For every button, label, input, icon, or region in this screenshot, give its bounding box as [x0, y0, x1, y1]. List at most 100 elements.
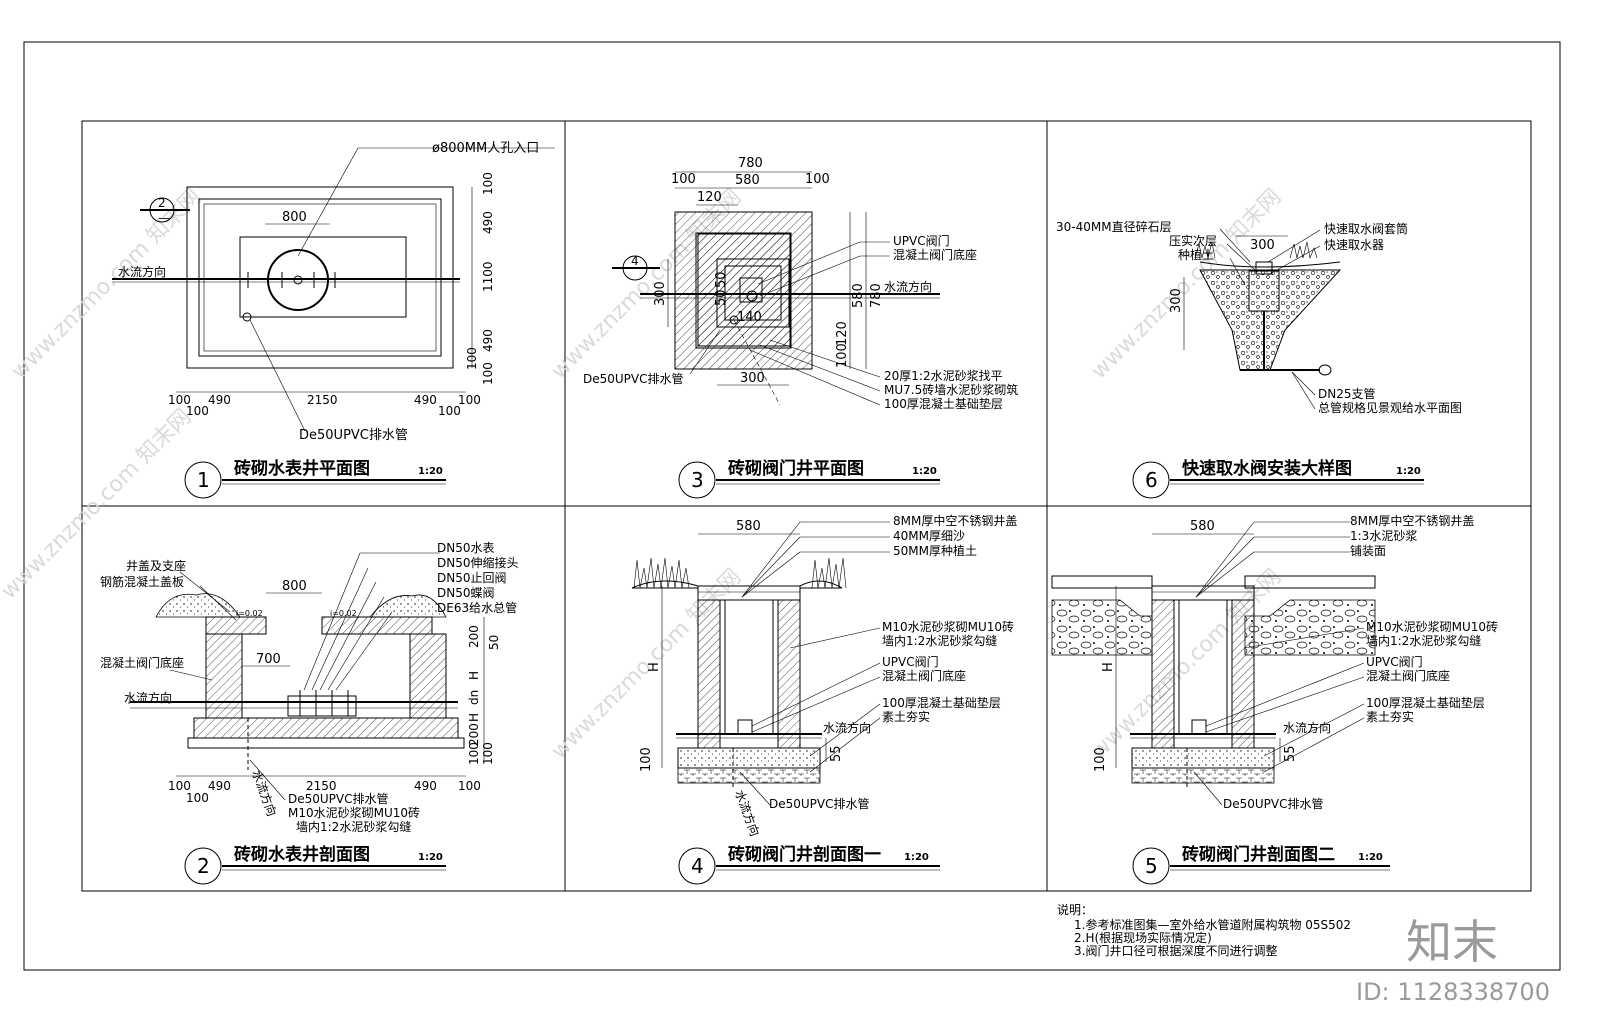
manhole-circle: [267, 249, 329, 311]
p5-base: 100厚混凝土基础垫层: [1366, 695, 1485, 710]
watermark-layer: www.znzmo.com 知末网 www.znzmo.com 知末网 www.…: [0, 184, 1286, 764]
p2-bottom-dim: 100: [186, 791, 209, 805]
p4-base: 100厚混凝土基础垫层: [882, 695, 1001, 710]
p3-note: 20厚1:2水泥砂浆找平: [884, 368, 1003, 383]
p2-right-dim: 200: [467, 723, 481, 746]
p4-dim-100: 100: [639, 747, 654, 772]
panel-title-text: 快速取水阀安装大样图: [1182, 458, 1352, 479]
panel-title: 3 砖砌阀门井平面图 1:20: [678, 458, 940, 499]
p1-manhole-label: ø800MM人孔入口: [432, 141, 539, 156]
p2-bottom-dim: 2150: [306, 779, 337, 793]
p5-valve: UPVC阀门: [1366, 654, 1423, 669]
p5-dim-H: H: [1101, 662, 1116, 672]
p2-slope-left: i=0.02: [236, 609, 263, 618]
p4-label: 40MM厚细沙: [893, 529, 965, 543]
p4-drain: De50UPVC排水管: [769, 796, 870, 811]
p3-right-dim: 100: [835, 343, 850, 368]
notes-line: 1.参考标准图集—室外给水管道附属构筑物 05S502: [1074, 917, 1351, 932]
p5-wall: 墙内1:2水泥砂浆勾缝: [1366, 633, 1481, 648]
p2-left-label: 钢筋混凝土盖板: [100, 574, 184, 589]
notes-line: 3.阀门井口径可根据深度不同进行调整: [1074, 943, 1277, 958]
general-notes: 说明： 1.参考标准图集—室外给水管道附属构筑物 05S502 2.H(根据现场…: [1057, 902, 1351, 958]
p2-bottom-dim: 490: [414, 779, 437, 793]
panel-scale: 1:20: [418, 466, 443, 477]
p2-left-label: 井盖及支座: [126, 558, 186, 573]
p2-fitting: DN50伸缩接头: [437, 555, 519, 570]
p4-flow-label: 水流方向: [823, 720, 871, 735]
panel-scale: 1:20: [1358, 852, 1383, 863]
p3-right-dim: 580: [851, 283, 866, 308]
p3-label: 混凝土阀门底座: [893, 247, 977, 262]
p3-dim: 580: [735, 173, 760, 188]
p1-right-dim: 100: [481, 172, 495, 195]
p4-flow-down: 水流方向: [732, 788, 763, 838]
p6-right-label: 快速取水阀套筒: [1324, 221, 1408, 236]
p6-right-label: 快速取水器: [1324, 238, 1384, 252]
p3-dim: 100: [671, 172, 696, 187]
p3-left-dim: 50: [714, 289, 729, 306]
p2-fitting: DN50水表: [437, 541, 495, 555]
p5-label: 铺装面: [1350, 544, 1386, 558]
p4-base: 素土夯实: [882, 709, 930, 724]
panel-number: 4: [691, 854, 704, 878]
p5-label: 8MM厚中空不锈钢井盖: [1350, 513, 1474, 528]
p5-dim-100: 100: [1093, 747, 1108, 772]
brand-logo: 知末: [1406, 915, 1498, 969]
p1-right-dim: 100: [465, 347, 479, 370]
p4-dim-H: H: [647, 662, 662, 672]
p2-flow-label: 水流方向: [124, 690, 172, 705]
p4-wall: 墙内1:2水泥砂浆勾缝: [882, 633, 997, 648]
p3-dim: 780: [738, 156, 763, 171]
p5-label: 1:3水泥砂浆: [1350, 528, 1417, 543]
p3-dim-140: 140: [737, 310, 762, 325]
p2-fitting: DN50蝶阀: [437, 585, 495, 600]
p3-right-dim: 780: [869, 283, 884, 308]
p3-dim: 120: [697, 190, 722, 205]
panel-scale: 1:20: [904, 852, 929, 863]
p1-dim-800: 800: [282, 210, 307, 225]
p2-note: De50UPVC排水管: [288, 791, 389, 806]
brand-id: ID: 1128338700: [1356, 978, 1550, 1006]
p6-left-label: 30-40MM直径碎石层: [1056, 219, 1172, 234]
p6-dim-300: 300: [1250, 238, 1275, 253]
p6-left-label: 压实次层: [1169, 233, 1217, 248]
p3-flow-label: 水流方向: [884, 279, 932, 294]
p1-bottom-dim: 2150: [307, 393, 338, 407]
p6-bottom-label: 总管规格见景观给水平面图: [1318, 400, 1462, 415]
panel-3-valve-well-plan: 水流方向 780 100 580 100 120 UPVC阀门 混凝土阀门底座 …: [583, 156, 1018, 411]
panel-title: 1 砖砌水表井平面图 1:20: [184, 458, 446, 499]
p2-base-label: 混凝土阀门底座: [100, 655, 184, 670]
p1-bottom-dim: 100: [458, 393, 481, 407]
p2-right-dim: 50: [487, 635, 501, 650]
p6-dim-300v: 300: [1169, 288, 1184, 313]
brand-block: 知末 ID: 1128338700: [1356, 915, 1550, 1006]
p1-right-dim: 1100: [481, 261, 495, 292]
p2-bottom-dim: 100: [458, 779, 481, 793]
p2-bottom-dim: 490: [208, 779, 231, 793]
p5-dim-55: 55: [1283, 745, 1298, 762]
p5-dim-580: 580: [1190, 519, 1215, 534]
p2-dim-800: 800: [282, 579, 307, 594]
p4-valve: UPVC阀门: [882, 654, 939, 669]
p2-note: M10水泥砂浆砌MU10砖: [288, 805, 420, 820]
p4-label: 8MM厚中空不锈钢井盖: [893, 513, 1017, 528]
p2-right-dim: dn: [467, 690, 481, 705]
p2-right-dim: 100: [467, 742, 481, 765]
p5-base: 素土夯实: [1366, 709, 1414, 724]
p1-bottom-dim: 100: [438, 404, 461, 418]
p2-bottom-dim: 100: [168, 779, 191, 793]
panel-6-quick-valve-detail: 300 300 30-40MM直径碎石层 压实次层 种植土 快速取水阀套筒 快速…: [1056, 219, 1462, 415]
p2-fitting: DE63给水总管: [437, 600, 517, 615]
panel-scale: 1:20: [912, 466, 937, 477]
p6-left-label: 种植土: [1178, 247, 1214, 262]
p3-note: 100厚混凝土基础垫层: [884, 396, 1003, 411]
panel-title: 4 砖砌阀门井剖面图一 1:20: [678, 844, 940, 885]
p3-dim-300: 300: [740, 371, 765, 386]
p5-valve: 混凝土阀门底座: [1366, 668, 1450, 683]
p1-bottom-dim: 100: [168, 393, 191, 407]
panel-title-text: 砖砌阀门井平面图: [728, 458, 864, 479]
panel-title-text: 砖砌水表井平面图: [234, 458, 370, 479]
panel-title-text: 砖砌水表井剖面图: [234, 844, 370, 865]
p3-left-dim: 50: [714, 271, 729, 288]
